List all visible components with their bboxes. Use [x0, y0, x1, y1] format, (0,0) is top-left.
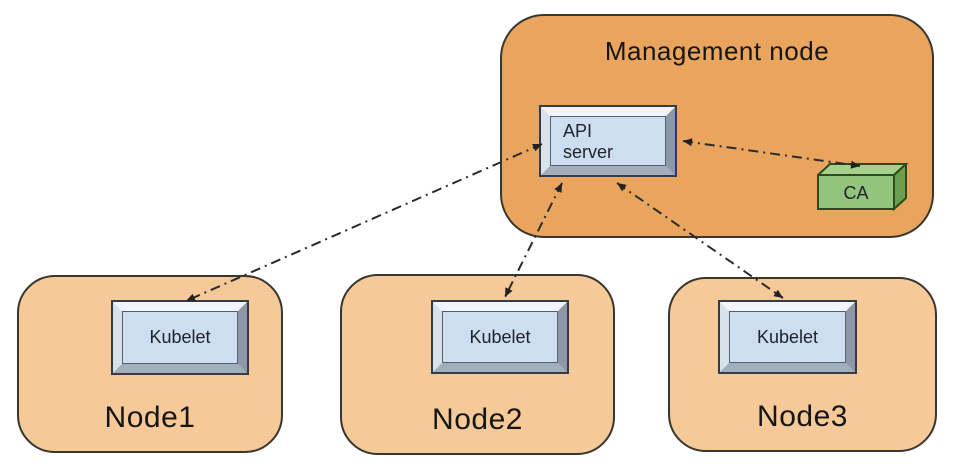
ca-label: CA — [843, 183, 868, 203]
kubelet3-label: Kubelet — [756, 326, 819, 347]
kubelet1-box: Kubelet — [111, 300, 249, 375]
ca-top-face — [817, 163, 909, 176]
api-server-box: API server — [539, 105, 677, 177]
node3-label: Node3 — [757, 400, 848, 433]
kubelet2-box: Kubelet — [431, 300, 569, 374]
ca-front-face — [817, 174, 895, 210]
management-node-title: Management node — [604, 36, 830, 66]
node2-label: Node2 — [432, 403, 523, 436]
kubelet1-label: Kubelet — [149, 327, 211, 347]
ca-box: CA — [817, 163, 909, 212]
kubelet2-label: Kubelet — [469, 326, 531, 347]
node1-label: Node1 — [104, 401, 196, 434]
kubelet3-box: Kubelet — [718, 300, 857, 374]
api-server-label: API server — [563, 121, 614, 163]
